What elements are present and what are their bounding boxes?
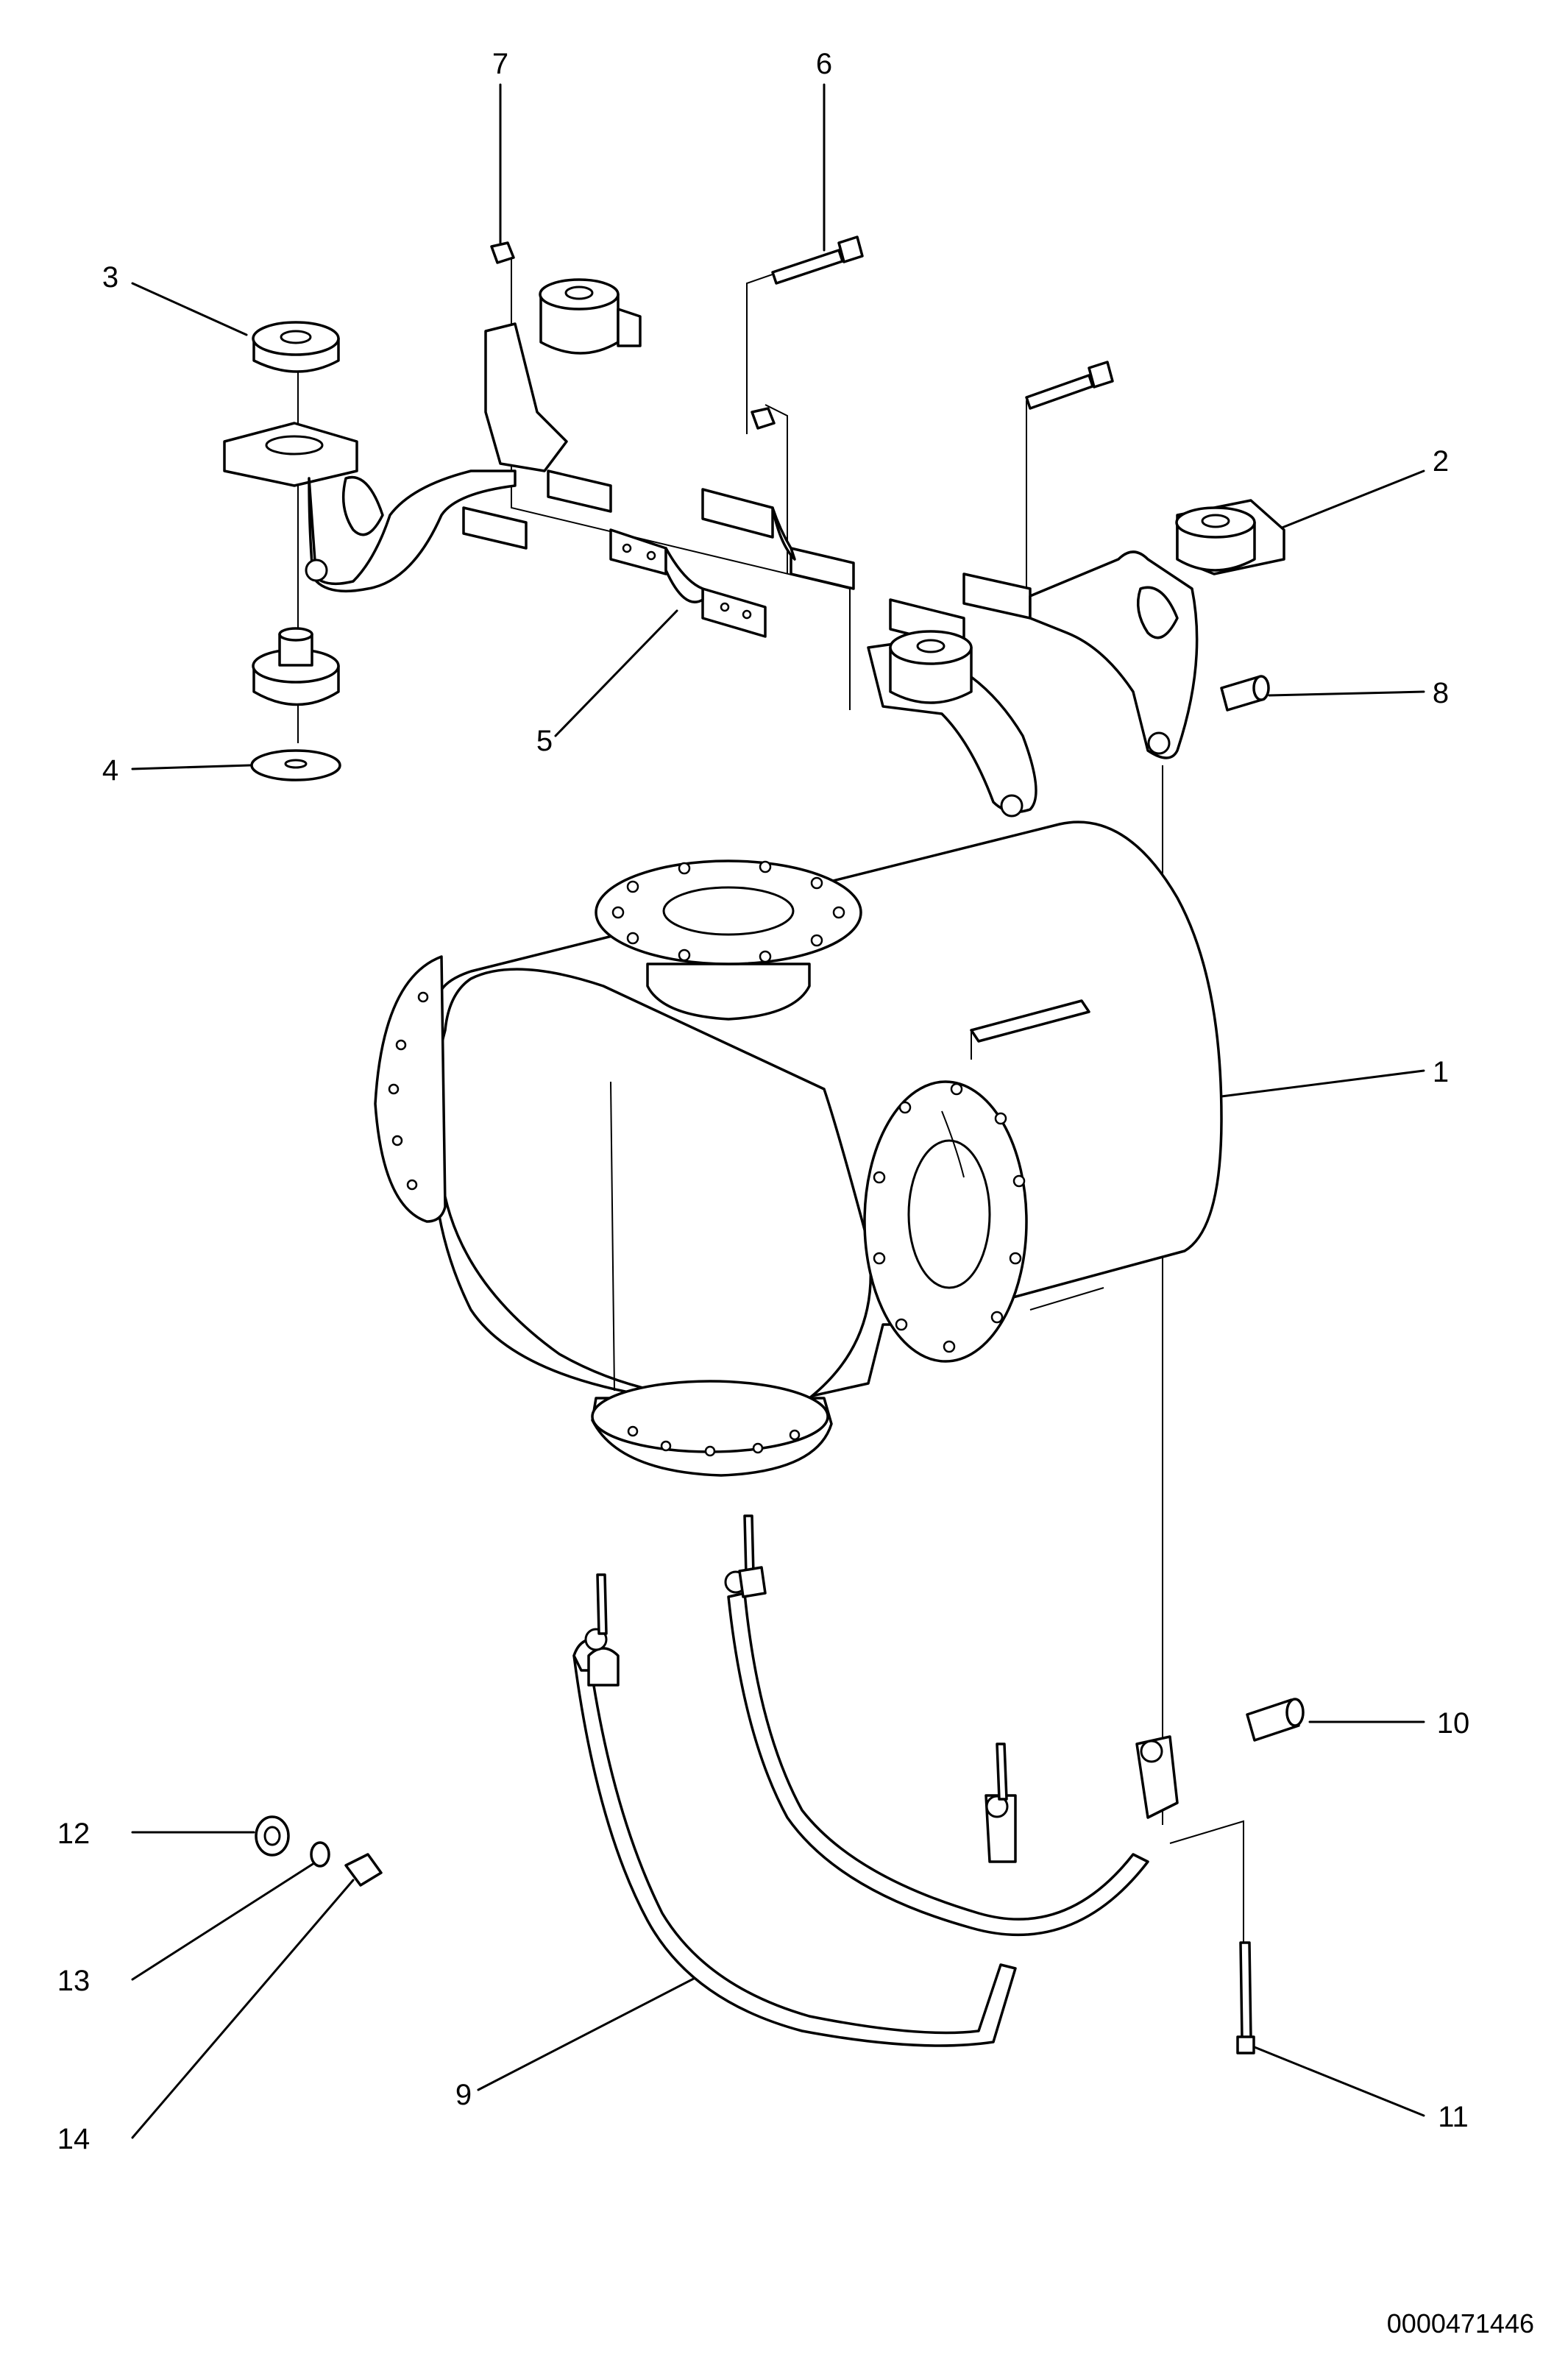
rubber-mount-upper xyxy=(252,321,340,373)
callout-6: 6 xyxy=(816,48,832,80)
callout-11: 11 xyxy=(1438,2101,1469,2133)
leader-lines xyxy=(131,83,1425,2139)
sleeve-10 xyxy=(1246,1698,1305,1742)
strap-set xyxy=(572,1514,1179,2047)
callout-7: 7 xyxy=(492,48,508,80)
callout-4: 4 xyxy=(102,754,118,787)
cap-14 xyxy=(344,1853,383,1887)
washer-13 xyxy=(310,1841,330,1868)
pin-11 xyxy=(1236,1941,1255,2055)
callout-labels: 1 2 3 4 5 6 7 8 9 10 11 12 13 14 xyxy=(57,48,1470,2155)
rubber-mount-lower xyxy=(250,627,341,781)
document-number: 0000471446 xyxy=(1387,2308,1534,2339)
callout-5: 5 xyxy=(536,725,553,757)
muffler xyxy=(374,820,1223,1477)
callout-3: 3 xyxy=(102,261,118,294)
callout-12: 12 xyxy=(57,1818,91,1850)
callout-1: 1 xyxy=(1433,1056,1449,1088)
callout-9: 9 xyxy=(455,2079,472,2111)
bolts-and-nuts xyxy=(490,235,1114,430)
callout-8: 8 xyxy=(1433,677,1449,709)
callout-13: 13 xyxy=(57,1965,91,1997)
sleeve-8 xyxy=(1220,675,1270,712)
callout-14: 14 xyxy=(57,2123,91,2155)
hanger-bracket-assembly xyxy=(223,278,1285,818)
callout-2: 2 xyxy=(1433,445,1449,478)
clamp-half xyxy=(609,528,767,638)
grommet-12 xyxy=(255,1815,290,1857)
callout-10: 10 xyxy=(1437,1707,1470,1740)
